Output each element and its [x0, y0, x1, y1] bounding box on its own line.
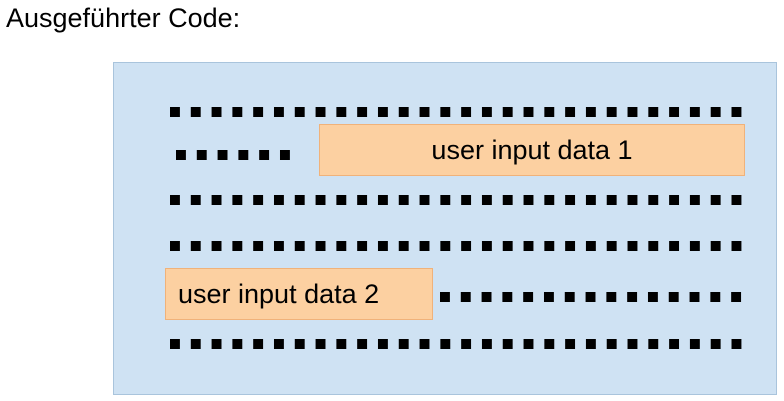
heading: Ausgeführter Code:	[6, 3, 241, 33]
code-line-5-suffix	[440, 292, 742, 302]
code-line-1	[170, 107, 742, 117]
code-line-6	[170, 339, 742, 349]
executed-code-box: user input data 1 user input data 2	[113, 62, 777, 395]
user-input-2: user input data 2	[165, 268, 433, 320]
code-line-3	[170, 195, 742, 205]
code-line-2-prefix	[176, 150, 290, 160]
code-line-4	[170, 241, 742, 251]
user-input-1: user input data 1	[319, 124, 745, 176]
